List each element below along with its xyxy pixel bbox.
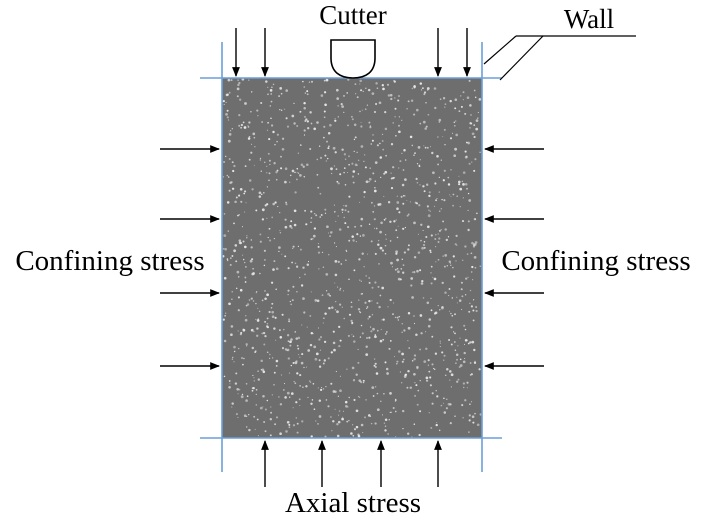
axial-arrows <box>261 440 442 487</box>
specimen-body <box>222 78 482 438</box>
wall-leader <box>483 35 636 81</box>
left-confining-arrows <box>160 145 220 370</box>
axial-stress-label: Axial stress <box>285 487 421 518</box>
rock-specimen <box>221 77 483 438</box>
right-confining-arrows <box>484 145 544 370</box>
top-load-arrows <box>232 28 471 77</box>
specimen-texture <box>221 77 483 438</box>
wall-label: Wall <box>564 4 614 34</box>
confining-stress-left-label: Confining stress <box>15 245 204 277</box>
confining-stress-right-label: Confining stress <box>501 245 690 277</box>
wall-leader-line <box>483 35 517 65</box>
wall-leader-line <box>499 35 544 81</box>
cutter-shape <box>330 39 376 79</box>
cutter-label: Cutter <box>319 0 387 30</box>
